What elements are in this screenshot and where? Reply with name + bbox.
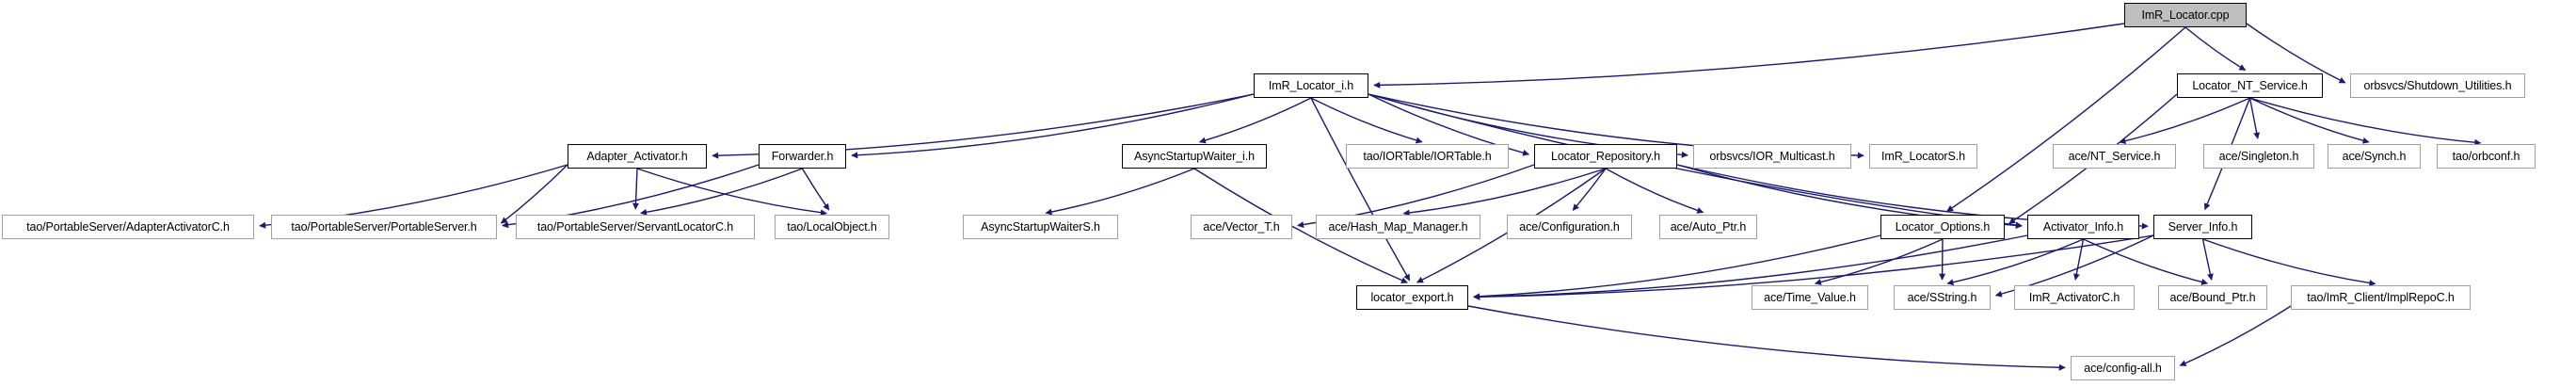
graph-edge [636, 168, 827, 217]
graph-node-label: ace/SString.h [1907, 290, 1977, 304]
graph-edge [2184, 26, 2247, 72]
graph-node-ace-bound-ptr-h[interactable]: ace/Bound_Ptr.h [2158, 285, 2267, 310]
graph-node-imr-activator-c-h[interactable]: ImR_ActivatorC.h [2014, 285, 2135, 310]
graph-node-label: tao/orbconf.h [2452, 149, 2520, 163]
graph-node-shutdown-utilities-h[interactable]: orbsvcs/Shutdown_Utilities.h [2350, 73, 2525, 98]
graph-node-label: tao/IORTable/IORTable.h [1363, 149, 1492, 163]
graph-node-label: tao/ImR_Client/ImplRepoC.h [2307, 290, 2455, 304]
graph-node-iortable-h[interactable]: tao/IORTable/IORTable.h [1346, 144, 1509, 169]
graph-node-activator-info-h[interactable]: Activator_Info.h [2027, 215, 2139, 239]
graph-edge [1045, 168, 1195, 216]
graph-node-label: tao/PortableServer/PortableServer.h [291, 219, 477, 234]
graph-edge [640, 168, 803, 216]
graph-node-label: ace/Vector_T.h [1203, 219, 1280, 234]
graph-node-adapter-activator-h[interactable]: Adapter_Activator.h [568, 144, 707, 169]
graph-node-portable-server-h[interactable]: tao/PortableServer/PortableServer.h [271, 215, 497, 239]
graph-node-ace-vector-t-h[interactable]: ace/Vector_T.h [1191, 215, 1292, 239]
graph-edge [2249, 97, 2482, 146]
graph-edge [2248, 97, 2261, 139]
graph-edge [2083, 238, 2209, 285]
graph-node-label: ace/Synch.h [2342, 149, 2407, 163]
graph-node-label: locator_export.h [1370, 290, 1454, 304]
graph-node-label: ace/Bound_Ptr.h [2169, 290, 2256, 304]
graph-node-label: ImR_Locator.cpp [2141, 8, 2230, 22]
graph-node-label: ImR_ActivatorC.h [2028, 290, 2120, 304]
graph-node-label: ace/Configuration.h [1519, 219, 1620, 234]
graph-node-server-info-h[interactable]: Server_Info.h [2153, 215, 2252, 239]
graph-edge [2179, 305, 2292, 366]
graph-edge [1310, 97, 1411, 282]
graph-node-ace-hash-map-manager-h[interactable]: ace/Hash_Map_Manager.h [1316, 215, 1480, 239]
graph-node-label: AsyncStartupWaiter_i.h [1134, 149, 1255, 163]
graph-edge [2202, 238, 2376, 286]
graph-node-label: Locator_Repository.h [1551, 149, 1660, 163]
graph-node-forwarder-h[interactable]: Forwarder.h [759, 144, 846, 169]
graph-node-label: ace/config-all.h [2084, 361, 2162, 375]
graph-node-label: Server_Info.h [2168, 219, 2238, 234]
graph-node-ace-configuration-h[interactable]: ace/Configuration.h [1507, 215, 1632, 239]
graph-node-tao-localobject-h[interactable]: tao/LocalObject.h [775, 215, 889, 239]
graph-node-asyncstartupwaiter-i-h[interactable]: AsyncStartupWaiter_i.h [1122, 144, 1267, 169]
graph-node-ior-multicast-h[interactable]: orbsvcs/IOR_Multicast.h [1693, 144, 1851, 169]
graph-edge [2072, 238, 2085, 281]
graph-node-asyncstartupwaiter-s-h[interactable]: AsyncStartupWaiterS.h [963, 215, 1118, 239]
graph-node-label: ace/Hash_Map_Manager.h [1328, 219, 1468, 234]
graph-edge [1310, 97, 1423, 144]
graph-node-label: tao/PortableServer/ServantLocatorC.h [536, 219, 734, 234]
graph-node-ace-time-value-h[interactable]: ace/Time_Value.h [1752, 285, 1868, 310]
graph-edge [1198, 97, 1312, 144]
graph-edge [2249, 97, 2370, 144]
graph-node-label: ace/Time_Value.h [1764, 290, 1856, 304]
graph-node-label: Locator_Options.h [1895, 219, 1991, 234]
graph-node-label: orbsvcs/IOR_Multicast.h [1709, 149, 1835, 163]
graph-node-imr-locator-i-h[interactable]: ImR_Locator_i.h [1254, 73, 1368, 98]
graph-node-ace-auto-ptr-h[interactable]: ace/Auto_Ptr.h [1659, 215, 1757, 239]
graph-node-label: orbsvcs/Shutdown_Utilities.h [2363, 78, 2512, 92]
graph-edge [1402, 168, 1607, 217]
graph-node-label: tao/PortableServer/AdapterActivatorC.h [26, 219, 230, 234]
graph-node-locator-nt-service-h[interactable]: Locator_NT_Service.h [2177, 73, 2323, 98]
graph-node-ace-config-all-h[interactable]: ace/config-all.h [2071, 356, 2175, 380]
graph-node-ace-sstring-h[interactable]: ace/SString.h [1894, 285, 1991, 310]
graph-edge [2119, 97, 2250, 145]
graph-node-imr-locators-h[interactable]: ImR_LocatorS.h [1869, 144, 1977, 169]
graph-edge [1814, 238, 1944, 285]
graph-edge [1605, 168, 1704, 214]
graph-edge [1373, 23, 2125, 89]
graph-node-label: tao/LocalObject.h [787, 219, 877, 234]
graph-node-ace-nt-service-h[interactable]: ace/NT_Service.h [2053, 144, 2176, 169]
graph-node-label: AsyncStartupWaiterS.h [981, 219, 1100, 234]
graph-node-imr-locator-cpp[interactable]: ImR_Locator.cpp [2124, 3, 2247, 27]
graph-node-adapter-activator-c-h[interactable]: tao/PortableServer/AdapterActivatorC.h [2, 215, 254, 239]
graph-node-label: Locator_NT_Service.h [2192, 78, 2308, 92]
graph-edge [1572, 168, 1607, 211]
graph-edge [1946, 26, 2186, 212]
graph-node-label: Forwarder.h [771, 149, 834, 163]
graph-node-tao-orbconf-h[interactable]: tao/orbconf.h [2437, 144, 2536, 169]
graph-node-servant-locator-c-h[interactable]: tao/PortableServer/ServantLocatorC.h [516, 215, 755, 239]
graph-node-implrepoc-h[interactable]: tao/ImR_Client/ImplRepoC.h [2291, 285, 2471, 310]
graph-node-locator-export-h[interactable]: locator_export.h [1356, 285, 1468, 310]
graph-node-locator-repository-h[interactable]: Locator_Repository.h [1534, 144, 1677, 169]
graph-node-label: Activator_Info.h [2042, 219, 2124, 234]
graph-edge [632, 168, 639, 210]
graph-node-label: ImR_LocatorS.h [1881, 149, 1965, 163]
graph-edge [2201, 238, 2214, 281]
graph-edge [801, 168, 830, 211]
graph-node-label: ace/NT_Service.h [2068, 149, 2161, 163]
graph-node-label: ace/Singleton.h [2218, 149, 2299, 163]
graph-node-label: Adapter_Activator.h [586, 149, 688, 163]
graph-edge [1946, 238, 2084, 286]
graph-node-ace-synch-h[interactable]: ace/Synch.h [2328, 144, 2421, 169]
graph-node-label: ace/Auto_Ptr.h [1670, 219, 1747, 234]
graph-edge [1467, 305, 2066, 371]
graph-node-locator-options-h[interactable]: Locator_Options.h [1880, 215, 2005, 239]
graph-node-label: ImR_Locator_i.h [1268, 78, 1354, 92]
graph-node-ace-singleton-h[interactable]: ace/Singleton.h [2203, 144, 2314, 169]
